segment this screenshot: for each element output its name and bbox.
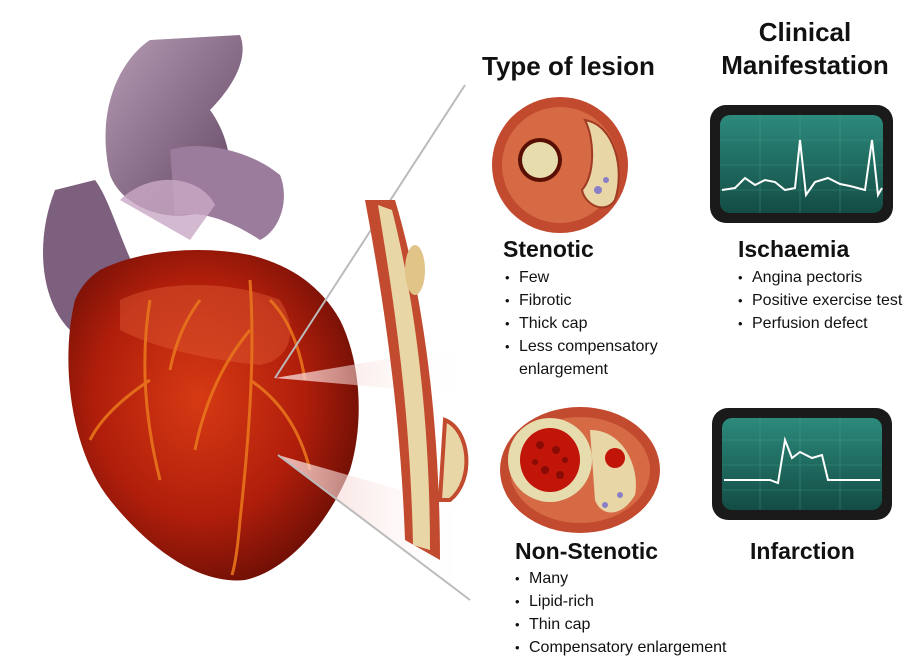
ischaemia-bullet: Positive exercise test xyxy=(738,289,902,312)
heart-illustration xyxy=(43,35,359,580)
type-of-lesion-heading: Type of lesion xyxy=(482,52,655,81)
clinical-heading-line1: Clinical xyxy=(695,18,915,47)
non-stenotic-bullets: Many Lipid-rich Thin cap Compensatory en… xyxy=(515,567,726,659)
non-stenotic-bullet: Compensatory enlargement xyxy=(515,636,726,659)
stenotic-lesion-crosssection xyxy=(492,97,628,233)
stenotic-bullet: Few xyxy=(505,266,658,289)
clinical-manifestation-heading: Clinical Manifestation xyxy=(695,18,915,79)
ecg-monitor-ischaemia xyxy=(710,105,893,223)
stenotic-bullet: Less compensatory xyxy=(505,335,658,358)
stenotic-bullet: Fibrotic xyxy=(505,289,658,312)
non-stenotic-lesion-crosssection xyxy=(500,407,660,533)
ischaemia-bullet: Angina pectoris xyxy=(738,266,902,289)
non-stenotic-bullet: Lipid-rich xyxy=(515,590,726,613)
non-stenotic-bullet: Thin cap xyxy=(515,613,726,636)
stenotic-bullets: Few Fibrotic Thick cap Less compensatory xyxy=(505,266,658,358)
infarction-title: Infarction xyxy=(750,538,855,565)
ischaemia-title: Ischaemia xyxy=(738,236,849,263)
ischaemia-bullet: Perfusion defect xyxy=(738,312,902,335)
non-stenotic-bullet: Many xyxy=(515,567,726,590)
ischaemia-bullets: Angina pectoris Positive exercise test P… xyxy=(738,266,902,335)
stenotic-bullet-continuation: enlargement xyxy=(519,358,608,381)
stenotic-bullet: Thick cap xyxy=(505,312,658,335)
non-stenotic-title: Non-Stenotic xyxy=(515,538,658,565)
clinical-heading-line2: Manifestation xyxy=(695,51,915,80)
stenotic-title: Stenotic xyxy=(503,236,594,263)
ecg-monitor-infarction xyxy=(712,408,892,520)
